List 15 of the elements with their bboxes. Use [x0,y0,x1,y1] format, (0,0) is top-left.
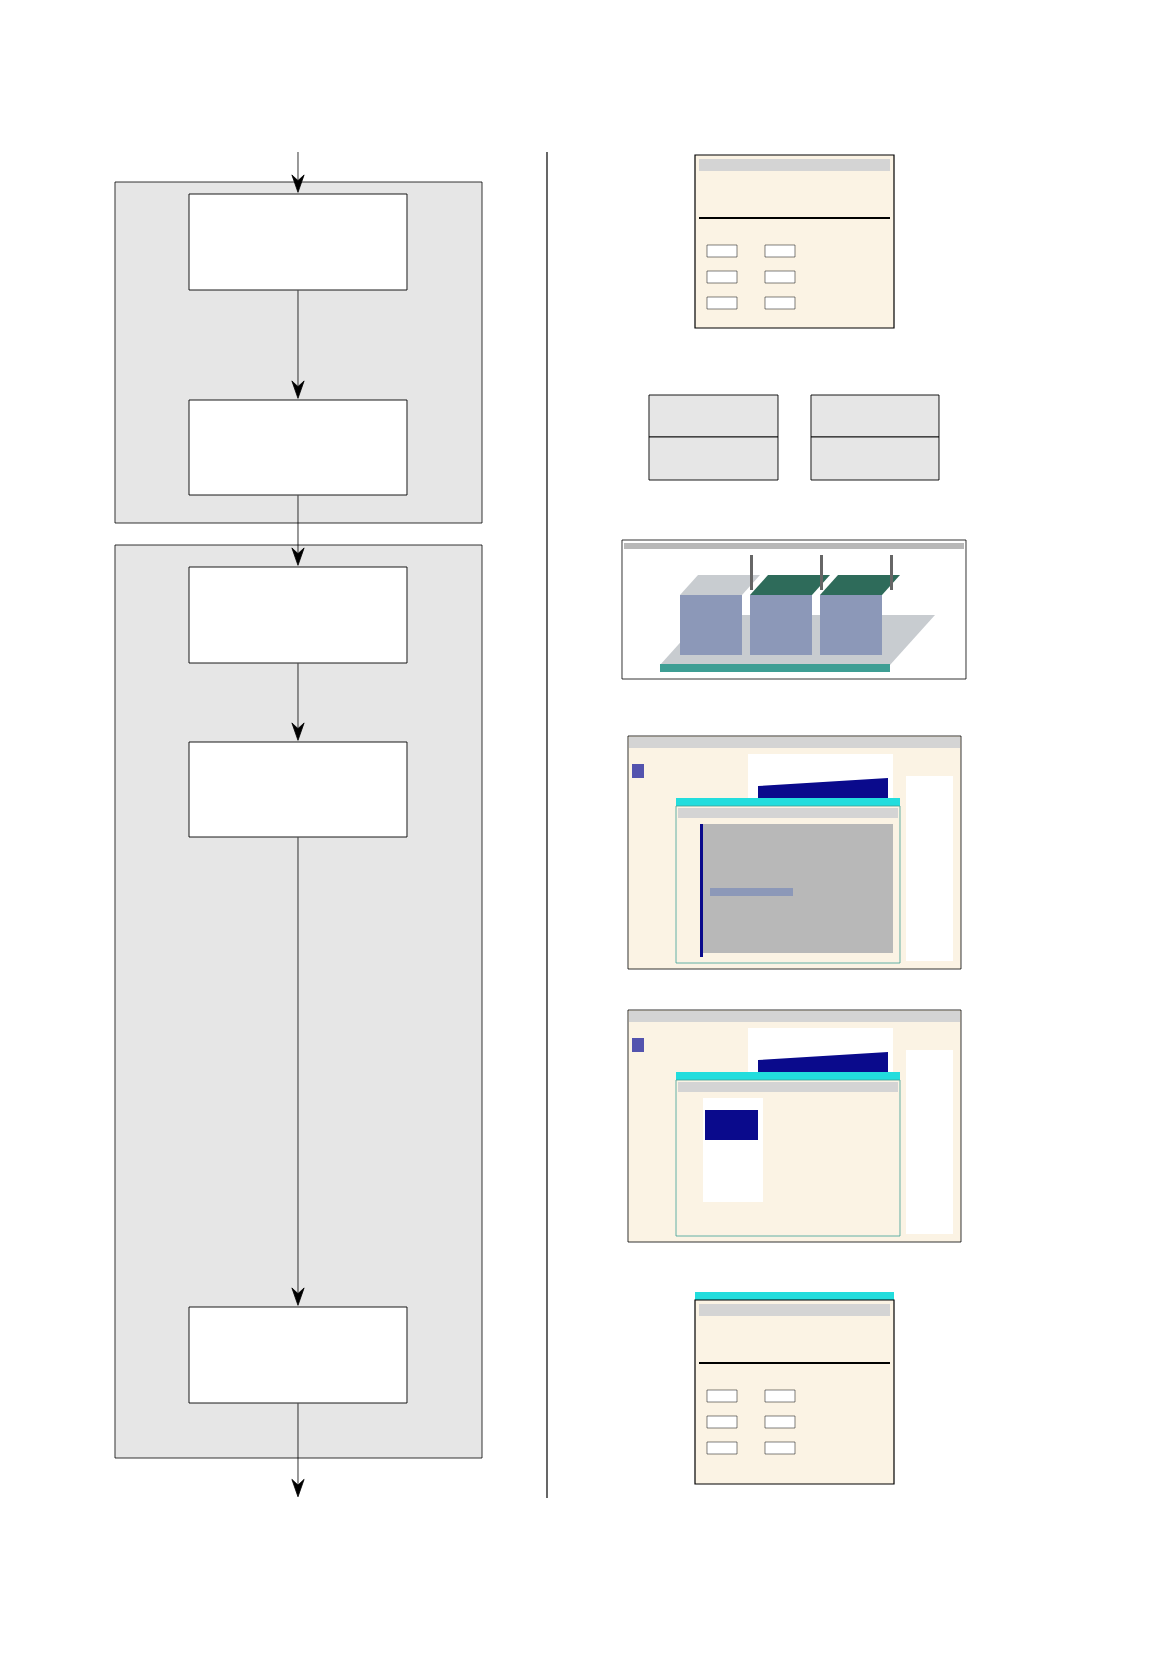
arrow [291,1403,305,1498]
process-box [188,1306,408,1404]
arrow [291,495,305,566]
arrow [291,151,305,193]
process-box [810,394,940,438]
arrow [291,837,305,1306]
process-box [648,436,779,481]
arrow [291,663,305,741]
process-box [188,193,408,291]
arrow [291,290,305,399]
process-box [648,394,779,438]
process-box [188,399,408,496]
process-box [188,741,408,838]
process-box [188,566,408,664]
process-box [810,436,940,481]
